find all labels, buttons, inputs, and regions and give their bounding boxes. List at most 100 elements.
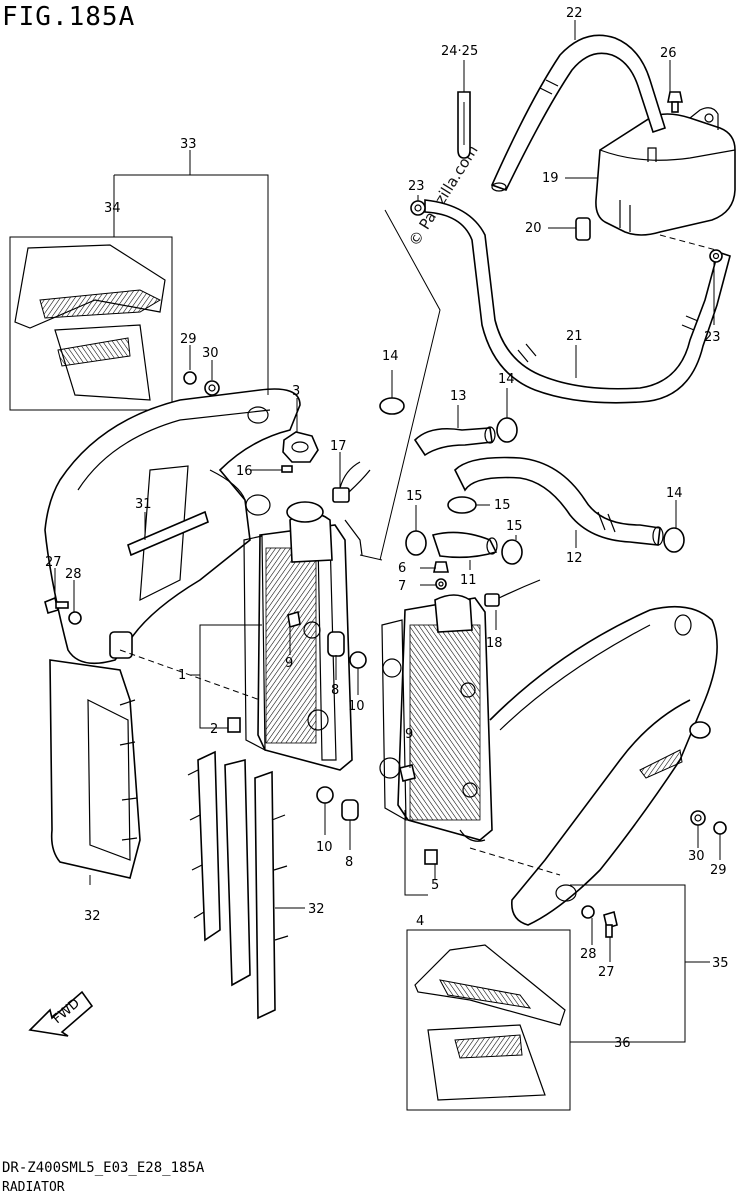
shroud-nut-29-right (713, 821, 727, 835)
washer-7 (435, 578, 447, 590)
grommet-8-upper (327, 631, 345, 657)
section-name: RADIATOR (2, 1180, 65, 1195)
callout-15-b: 15 (494, 498, 511, 513)
figure-title: FIG.185A (2, 2, 136, 32)
bracket-2 (227, 717, 241, 733)
fwd-arrow: FWD (28, 990, 94, 1037)
callout-28-right: 28 (580, 947, 597, 962)
hose-11 (431, 531, 498, 559)
callout-24-25: 24·25 (441, 44, 478, 59)
cap-screw-16 (281, 465, 293, 473)
callout-3: 3 (292, 384, 300, 399)
right-radiator-shroud (489, 605, 718, 926)
collar-10-lower (316, 786, 334, 804)
bracket-5 (424, 849, 438, 865)
model-code: DR-Z400SML5_E03_E28_185A (2, 1160, 205, 1176)
callout-14-c: 14 (666, 486, 683, 501)
leader-lines (54, 20, 721, 1043)
callout-10-upper: 10 (348, 699, 365, 714)
shroud-bolt-27-left (44, 596, 69, 615)
right-radiator (379, 594, 493, 842)
callout-23-lower: 23 (704, 330, 721, 345)
callout-19: 19 (542, 171, 559, 186)
callout-34: 34 (104, 201, 121, 216)
callout-1: 1 (178, 668, 186, 683)
callout-26: 26 (660, 46, 677, 61)
hose-clamp-23-upper (410, 200, 426, 216)
callout-6: 6 (398, 561, 406, 576)
left-radiator-guard (49, 659, 141, 879)
hose-clip (457, 91, 471, 159)
decal-kit-box-34 (9, 236, 173, 411)
hose-clamp-15-b (447, 496, 477, 514)
callout-14-a: 14 (382, 349, 399, 364)
shroud-collar-28-left (68, 611, 82, 625)
callout-18: 18 (486, 636, 503, 651)
callout-36: 36 (614, 1036, 631, 1051)
callout-15-a: 15 (406, 489, 423, 504)
callout-17: 17 (330, 439, 347, 454)
callout-9-right: 9 (405, 727, 413, 742)
hose-clamp-15-c (501, 539, 523, 565)
callout-31: 31 (135, 497, 152, 512)
callout-29-right: 29 (710, 863, 727, 878)
callout-32-center: 32 (308, 902, 325, 917)
reservoir-hose (424, 199, 731, 404)
callout-21: 21 (566, 329, 583, 344)
callout-13: 13 (450, 389, 467, 404)
hose-clamp-14-a (379, 397, 405, 415)
shroud-nut-29-left (183, 371, 197, 385)
drain-bolt-9-left (287, 610, 301, 629)
drain-bolt-9-right (399, 764, 416, 782)
callout-10-lower: 10 (316, 840, 333, 855)
callout-23-upper: 23 (408, 179, 425, 194)
callout-30-right: 30 (688, 849, 705, 864)
callout-11: 11 (460, 573, 477, 588)
hose-clamp-15-a (405, 530, 427, 556)
callout-8-lower: 8 (345, 855, 353, 870)
shroud-collar-28-right (581, 905, 595, 919)
center-radiator-louver (187, 750, 289, 1020)
reservoir-cap (575, 217, 591, 241)
callout-15-c: 15 (506, 519, 523, 534)
reservoir-tank (595, 107, 736, 236)
callout-7: 7 (398, 579, 406, 594)
callout-8-upper: 8 (331, 683, 339, 698)
shroud-washer-30-left (204, 380, 220, 396)
hose-13 (413, 426, 496, 457)
callout-12: 12 (566, 551, 583, 566)
callout-35: 35 (712, 956, 729, 971)
hose-clamp-14-c (663, 527, 685, 553)
callout-9-left: 9 (285, 656, 293, 671)
temp-sensor-18 (484, 579, 541, 607)
bolt-6 (433, 561, 449, 573)
callout-4: 4 (416, 914, 424, 929)
callout-5: 5 (431, 878, 439, 893)
grommet-8-lower (341, 799, 359, 821)
decal-kit-box-36 (406, 929, 571, 1111)
callout-33: 33 (180, 137, 197, 152)
callout-2: 2 (210, 722, 218, 737)
callout-16: 16 (236, 464, 253, 479)
callout-labels: 33 34 29 30 3 16 17 31 27 28 1 2 9 8 10 … (45, 6, 729, 1051)
overflow-hose (490, 34, 666, 192)
callout-27-right: 27 (598, 965, 615, 980)
callout-20: 20 (525, 221, 542, 236)
radiator-cap-3 (282, 431, 319, 463)
shroud-washer-30-right (690, 810, 706, 826)
hose-12 (454, 456, 664, 546)
collar-10-upper (349, 651, 367, 669)
callout-28-left: 28 (65, 567, 82, 582)
hose-clamp-14-b (496, 417, 518, 443)
hose-clamp-23-lower (709, 249, 723, 263)
bolt-26 (667, 91, 683, 113)
shroud-tape-31 (127, 510, 209, 557)
callout-27-left: 27 (45, 555, 62, 570)
callout-29-left: 29 (180, 332, 197, 347)
shroud-bolt-27-right (603, 910, 618, 938)
callout-32-left: 32 (84, 909, 101, 924)
temp-sensor-17 (332, 461, 371, 503)
callout-22: 22 (566, 6, 583, 21)
callout-30-left: 30 (202, 346, 219, 361)
